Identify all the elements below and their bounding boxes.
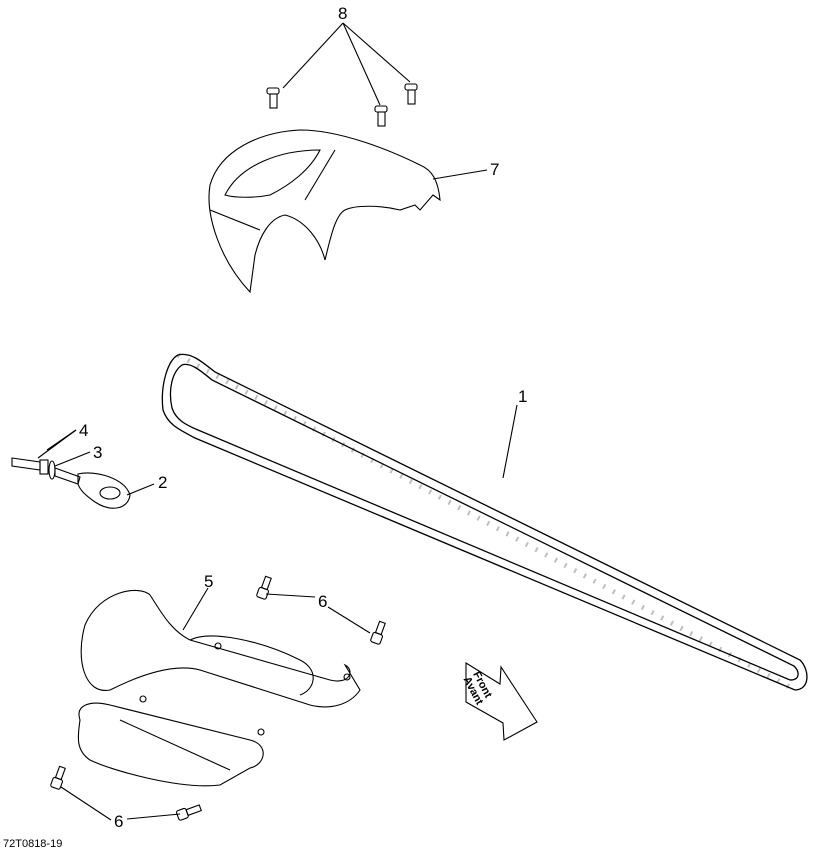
diagram-code: 72T0818-19: [3, 838, 63, 850]
callout-6-lower: 6: [114, 812, 124, 831]
callout-5: 5: [204, 572, 214, 591]
callout-8: 8: [338, 4, 348, 23]
chain-guard: [208, 129, 441, 294]
callout-3: 3: [93, 443, 103, 462]
callout-2: 2: [158, 473, 168, 492]
callout-1: 1: [518, 387, 528, 406]
guard-bolts: [266, 83, 418, 127]
drive-chain: [161, 352, 808, 693]
callout-6-upper: 6: [318, 592, 328, 611]
frame-bolts: [50, 575, 386, 821]
chain-adjuster-assembly: [11, 457, 131, 509]
callout-7: 7: [490, 160, 500, 179]
leader-lines: [37, 22, 518, 821]
footrest-frame: [77, 589, 361, 787]
direction-arrow: [465, 662, 538, 741]
callout-4: 4: [79, 421, 89, 440]
